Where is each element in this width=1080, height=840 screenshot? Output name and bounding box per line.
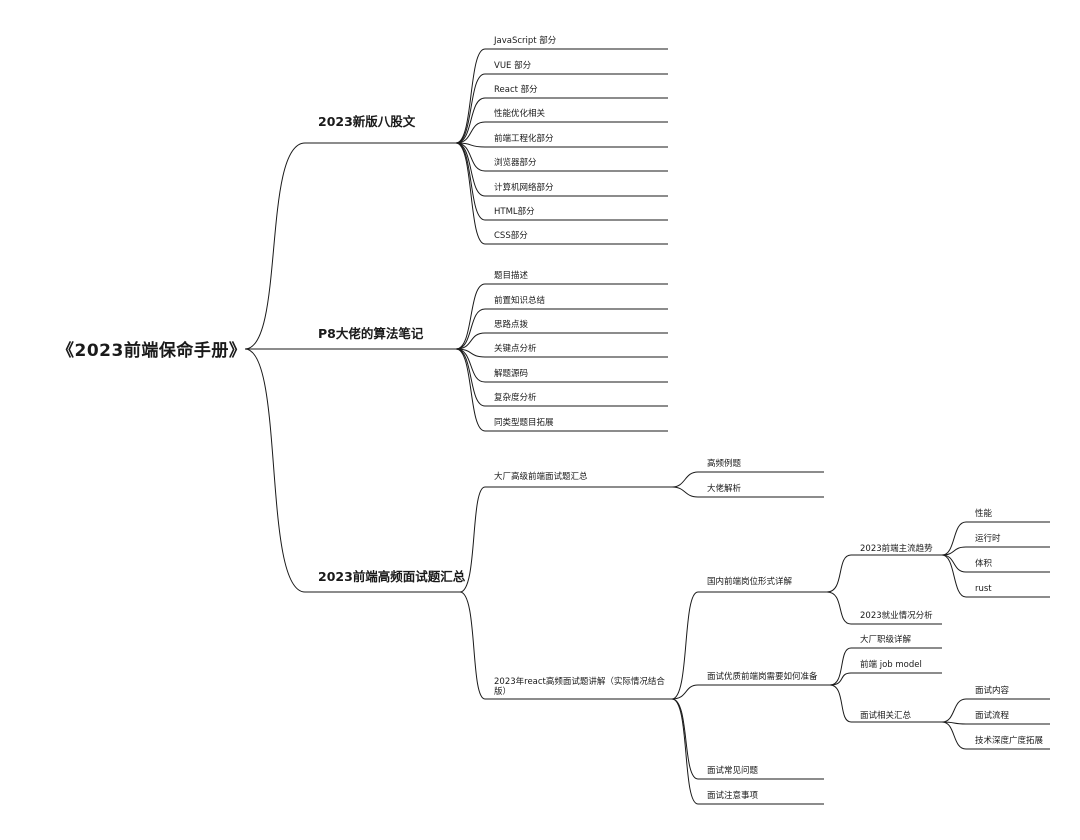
topic-b1-item[interactable]: 浏览器部分	[494, 157, 537, 168]
underlines-f3	[966, 698, 1050, 750]
connector-d1-e1	[826, 554, 852, 593]
topic-b2-item[interactable]: 前置知识总结	[494, 295, 545, 306]
connector-d1-e2	[826, 591, 852, 625]
topic-e1-item[interactable]: rust	[975, 584, 992, 594]
topic-c1-item[interactable]: 大佬解析	[707, 483, 742, 494]
topic-b1-item[interactable]: React 部分	[494, 84, 538, 95]
topic-b1-item[interactable]: 性能优化相关	[494, 108, 546, 119]
connectors-f3	[941, 698, 967, 750]
topic-b2-item[interactable]: 思路点拨	[494, 319, 529, 330]
topic-f3-item[interactable]: 面试流程	[975, 710, 1010, 721]
topic-d1[interactable]: 国内前端岗位形式详解	[707, 576, 793, 587]
topic-b2[interactable]: P8大佬的算法笔记	[318, 326, 424, 341]
topic-e1-item[interactable]: 性能	[975, 508, 993, 519]
topic-b2-item[interactable]: 解题源码	[494, 368, 528, 379]
topic-e1-item[interactable]: 体积	[975, 558, 993, 569]
topic-e1[interactable]: 2023前端主流趋势	[860, 543, 933, 554]
topic-d4[interactable]: 面试注意事项	[707, 790, 759, 801]
topic-f3-item[interactable]: 面试内容	[975, 685, 1010, 696]
topic-b1[interactable]: 2023新版八股文	[318, 114, 416, 129]
topic-b3[interactable]: 2023前端高频面试题汇总	[318, 569, 466, 584]
connector-root-b3	[244, 348, 306, 593]
topic-b1-item[interactable]: 计算机网络部分	[494, 182, 554, 193]
topic-e1-item[interactable]: 运行时	[975, 533, 1001, 544]
topic-b1-item[interactable]: HTML部分	[494, 206, 535, 217]
topic-b1-item[interactable]: CSS部分	[494, 230, 528, 241]
underlines-e1	[966, 521, 1050, 598]
underlines-b1	[485, 48, 668, 245]
topic-c2-line2[interactable]: 版）	[494, 686, 511, 697]
topic-d3[interactable]: 面试常见问题	[707, 765, 759, 776]
topic-f2[interactable]: 前端 job model	[860, 659, 922, 670]
topic-c1[interactable]: 大厂高级前端面试题汇总	[494, 471, 588, 482]
topic-b2-item[interactable]: 同类型题目拓展	[494, 417, 554, 428]
connectors-e1	[941, 521, 967, 598]
connector-c1-b	[671, 486, 699, 498]
connector-b3-c2	[459, 591, 486, 700]
topic-c1-item[interactable]: 高频例题	[707, 458, 742, 469]
connector-d2-f1	[829, 647, 852, 686]
topic-f1[interactable]: 大厂职级详解	[860, 634, 912, 645]
connector-d2-f3	[829, 684, 852, 723]
connector-b3-c1	[459, 486, 486, 593]
underlines-b2	[485, 283, 668, 432]
topic-c2-line1[interactable]: 2023年react高频面试题讲解（实际情况结合	[494, 676, 665, 687]
connector-root-b1	[244, 142, 306, 350]
topic-f3[interactable]: 面试相关汇总	[860, 710, 912, 721]
topic-b2-item[interactable]: 题目描述	[494, 270, 529, 281]
connector-d2-f2	[829, 672, 852, 686]
topic-f3-item[interactable]: 技术深度广度拓展	[975, 735, 1044, 746]
topic-d2[interactable]: 面试优质前端岗需要如何准备	[707, 671, 818, 682]
connectors-c2	[671, 591, 699, 805]
topic-b1-item[interactable]: JavaScript 部分	[493, 35, 557, 46]
connectors-b2	[455, 283, 486, 432]
topic-e2[interactable]: 2023就业情况分析	[860, 610, 933, 621]
connector-c1-a	[671, 471, 699, 488]
topic-b2-item[interactable]: 复杂度分析	[494, 392, 537, 403]
topic-b1-item[interactable]: VUE 部分	[494, 60, 532, 71]
connectors-b1	[455, 48, 486, 245]
root-topic[interactable]: 《2023前端保命手册》	[57, 340, 246, 361]
topic-b1-item[interactable]: 前端工程化部分	[494, 133, 554, 144]
topic-b2-item[interactable]: 关键点分析	[494, 343, 537, 354]
